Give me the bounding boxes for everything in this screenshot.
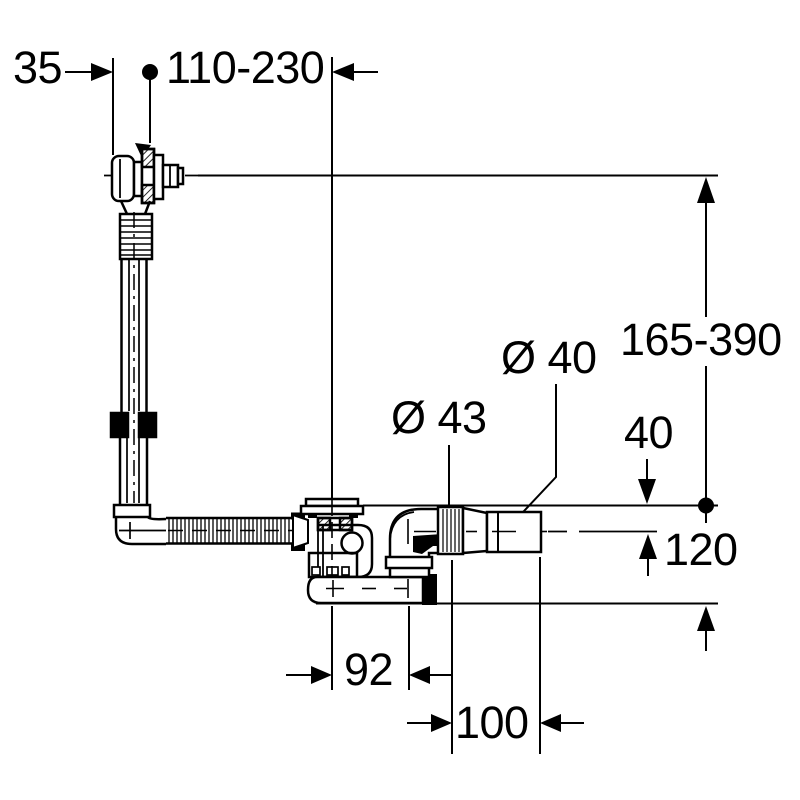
hose-clamp-ring: [109, 411, 130, 439]
hose-elbow: [114, 517, 166, 546]
arrowhead-92-right: [409, 666, 430, 684]
dim-label-diameter-43: Ø 43: [391, 392, 487, 443]
datum-dot-top: [142, 64, 158, 80]
dim-label-120: 120: [664, 524, 738, 575]
arrowhead-100-right: [540, 714, 561, 732]
dim-label-35: 35: [13, 42, 63, 93]
dim-label-100: 100: [455, 697, 529, 748]
arrowhead-bottom: [697, 606, 715, 631]
dim-label-diameter-40: Ø 40: [501, 332, 597, 383]
vertical-overflow-hose: [109, 212, 167, 546]
ball-joint: [340, 531, 364, 555]
arrowhead-35: [91, 63, 113, 81]
arrowhead-165-390: [697, 177, 715, 203]
pipe-end-connector: [422, 574, 437, 605]
arrowhead-92-left: [311, 666, 332, 684]
dim-label-110-230: 110-230: [166, 42, 325, 93]
dim-label-92: 92: [344, 644, 394, 695]
drain-trap-assembly: [299, 497, 547, 605]
dim-label-165-390: 165-390: [620, 314, 782, 365]
trap-outlet-pipe: [306, 575, 425, 605]
overflow-turn-handle: [110, 143, 185, 261]
arrowhead-100-left: [431, 714, 452, 732]
leader-diameter-40: [508, 384, 557, 528]
dim-label-40: 40: [624, 407, 674, 458]
arrowhead-110-230: [332, 63, 354, 81]
arrowhead-120: [639, 534, 657, 559]
horizontal-corrugated-hose: [166, 512, 309, 551]
arrowhead-40: [638, 479, 656, 504]
